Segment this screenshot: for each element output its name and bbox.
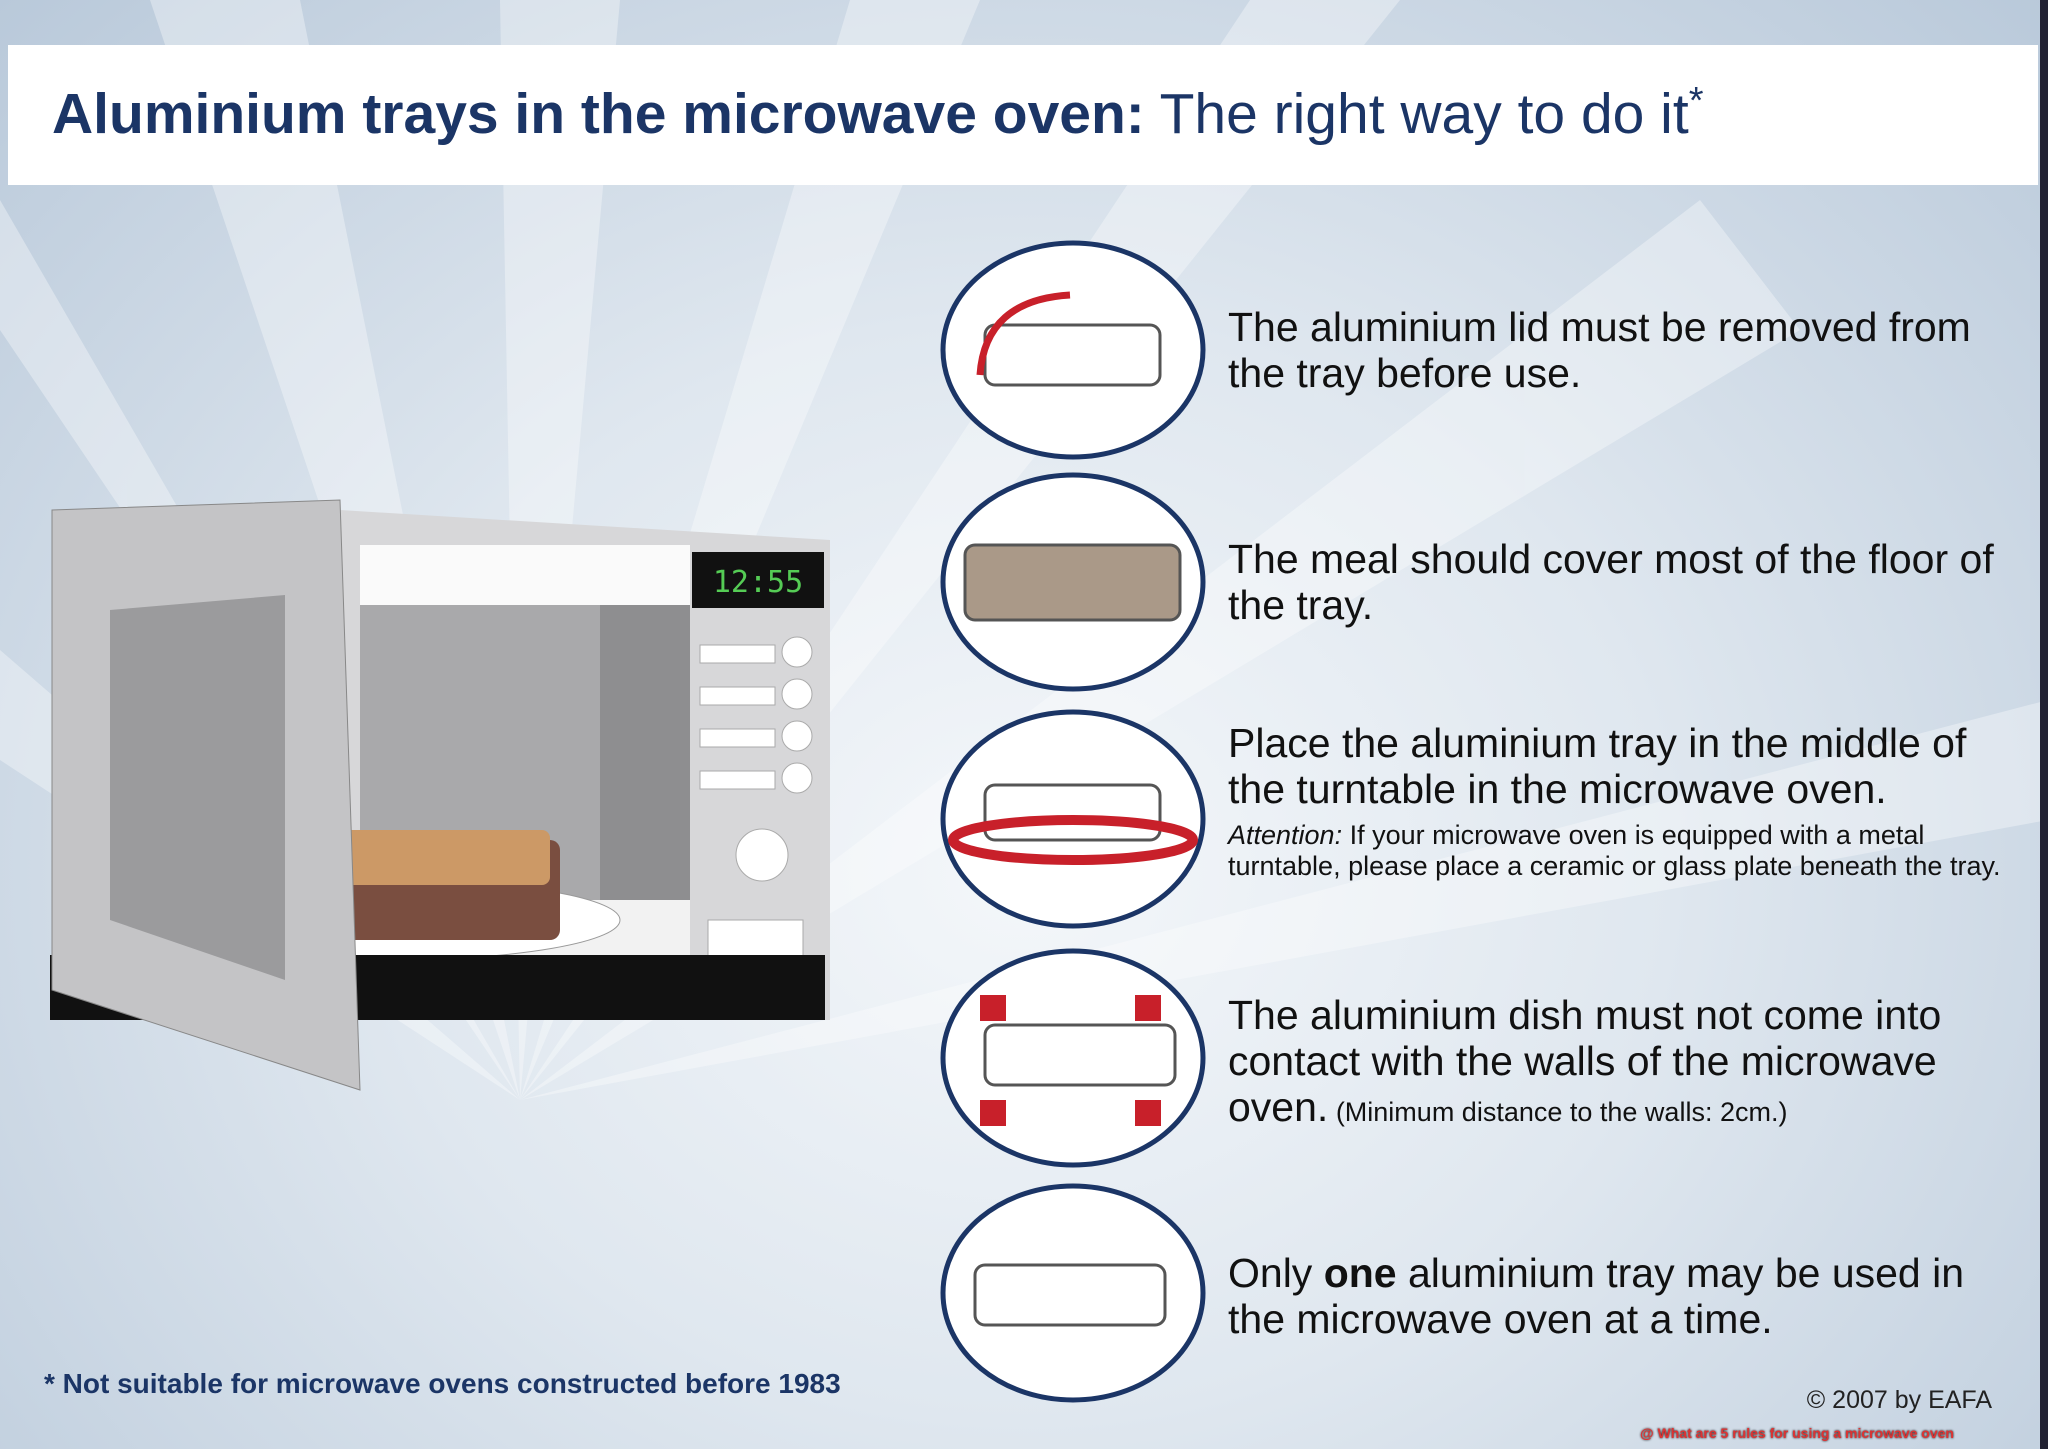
tray-distance-arrows-icon: [983, 1023, 1177, 1087]
tip-cover-floor: The meal should cover most of the floor …: [1228, 536, 1994, 628]
tip-one-tray: Only one aluminium tray may be used in t…: [1228, 1250, 2008, 1342]
footnote: * Not suitable for microwave ovens const…: [44, 1368, 841, 1399]
page-title: Aluminium trays in the microwave oven: T…: [52, 80, 1703, 147]
tip-text: aluminium tray may be used in the microw…: [1228, 1250, 1965, 1342]
single-tray-icon: [973, 1263, 1167, 1327]
title-regular: The right way to do it: [1159, 82, 1689, 146]
watermark: @ What are 5 rules for using a microwave…: [1640, 1425, 1954, 1441]
attention-text: If your microwave oven is equipped with …: [1228, 820, 2001, 881]
clock-display: 12:55: [713, 565, 803, 600]
filled-tray-icon: [963, 543, 1182, 622]
right-border: [2040, 0, 2048, 1449]
tip-center-turntable: Place the aluminium tray in the middle o…: [1228, 720, 2008, 882]
tray-on-turntable-icon: [983, 783, 1162, 842]
title-bold: Aluminium trays in the microwave oven:: [52, 82, 1145, 146]
tip-text: Place the aluminium tray in the middle o…: [1228, 720, 1967, 812]
attention-note: Attention: If your microwave oven is equ…: [1228, 820, 2008, 882]
title-asterisk: *: [1688, 80, 1704, 122]
tip-text: The aluminium dish must not come into co…: [1228, 992, 1942, 1130]
microwave-illustration: 12:55: [50, 499, 830, 1091]
tip-remove-lid: The aluminium lid must be removed from t…: [1228, 304, 1971, 396]
tip-bold: one: [1323, 1250, 1397, 1296]
tip-text: Only: [1228, 1250, 1324, 1296]
title-bar: [8, 45, 2038, 185]
copyright: © 2007 by EAFA: [1806, 1386, 1992, 1414]
tip-wall-distance: The aluminium dish must not come into co…: [1228, 992, 2008, 1130]
distance-note: (Minimum distance to the walls: 2cm.): [1328, 1097, 1788, 1127]
attention-label: Attention:: [1228, 820, 1343, 850]
